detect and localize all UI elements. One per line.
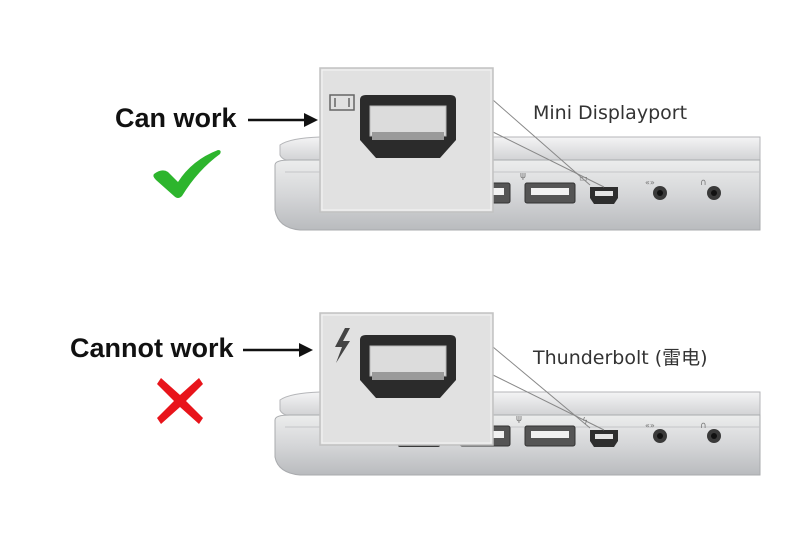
status-label: Can work (115, 103, 237, 133)
port-zoom-callout (319, 312, 494, 446)
port-zoom-callout (319, 67, 494, 213)
svg-text:ϟ: ϟ (582, 417, 588, 427)
svg-text:ψ: ψ (520, 171, 526, 181)
thunderbolt-icon (335, 328, 350, 363)
incompatible-panel: ψ ϟ «» ∩ Cannot work Thunderbolt (雷电) (0, 285, 794, 525)
laptop-side-illustration: ψ ϟ «» ∩ (274, 312, 761, 476)
svg-text:∩: ∩ (700, 421, 707, 431)
port-name: Mini Displayport (533, 102, 688, 124)
svg-text:∩: ∩ (700, 178, 707, 188)
status-label: Cannot work (70, 333, 234, 363)
arrow-right-icon (243, 343, 313, 357)
svg-text:ψ: ψ (516, 414, 522, 424)
arrow-right-icon (248, 113, 318, 127)
compatible-panel: ψ ▭ «» ∩ Can work (0, 40, 794, 280)
cross-icon (157, 378, 203, 424)
svg-text:«»: «» (645, 178, 655, 187)
port-name: Thunderbolt (雷电) (533, 347, 708, 369)
laptop-side-illustration: ψ ▭ «» ∩ (274, 67, 761, 231)
displayport-icon (329, 94, 355, 111)
check-icon (153, 150, 221, 198)
svg-text:«»: «» (645, 421, 655, 430)
